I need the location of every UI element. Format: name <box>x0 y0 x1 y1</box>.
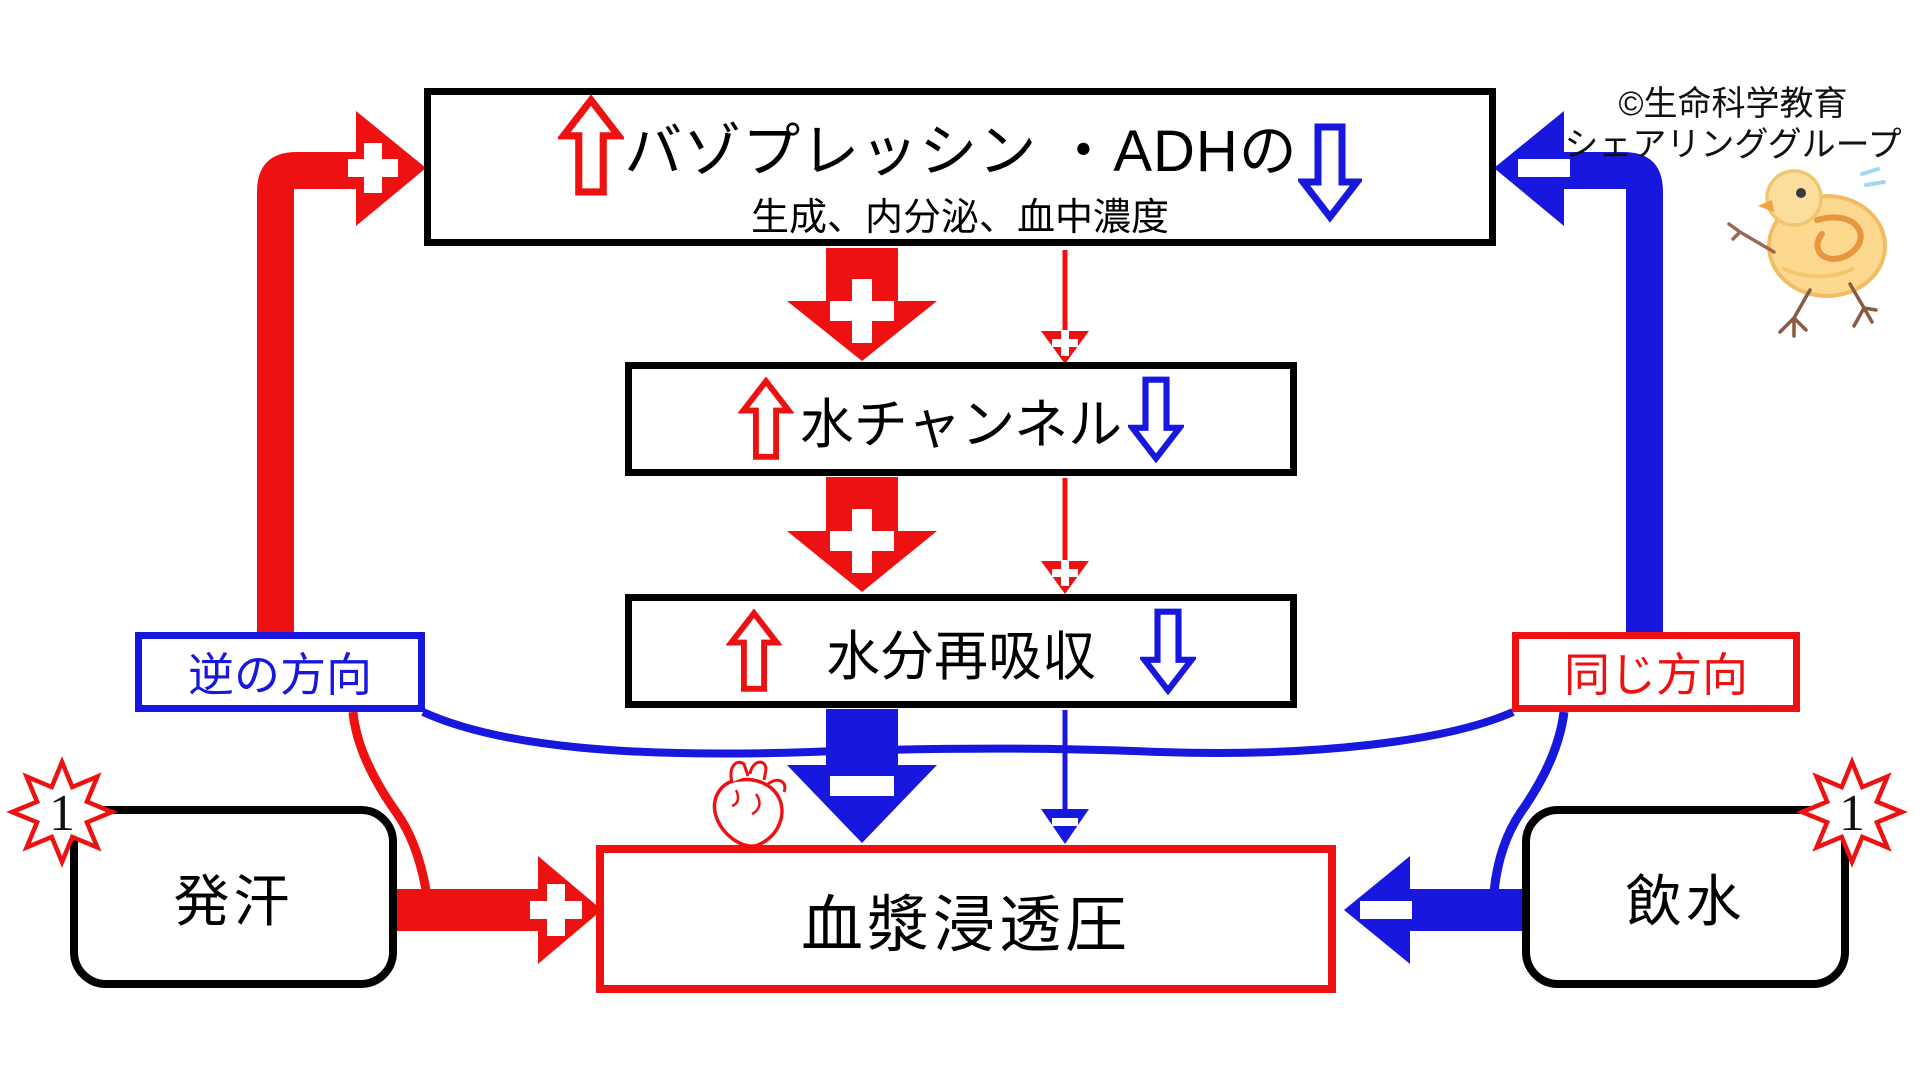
decrease-arrow-icon <box>1140 608 1196 695</box>
minus-sign-icon <box>1360 901 1412 919</box>
increase-arrow-icon <box>726 609 782 692</box>
node-sweating-title: 発汗 <box>173 869 294 933</box>
red-sweat-arrow <box>397 856 602 964</box>
blue-drink-arrow <box>1344 856 1522 964</box>
node-plasma-osmolality: 血漿浸透圧 <box>596 845 1336 993</box>
plus-sign-icon <box>1052 330 1078 356</box>
node-adh: バゾプレッシン ・ADHの 生成、内分泌、血中濃度 <box>424 88 1496 246</box>
plus-sign-icon <box>348 143 398 193</box>
heart-icon <box>712 760 787 848</box>
node-water-channel-title: 水チャンネル <box>799 394 1123 455</box>
blue-feedback-arrow <box>1494 111 1663 650</box>
red-down-arrow-2 <box>787 477 937 592</box>
tag-reverse-direction-label: 逆の方向 <box>188 649 372 701</box>
increase-arrow-icon <box>737 377 794 460</box>
credit-line2: シェアリンググループ <box>1564 125 1902 164</box>
tag-same-direction-label: 同じ方向 <box>1564 649 1748 701</box>
node-drinking-title: 飲水 <box>1625 869 1746 933</box>
node-adh-title: バゾプレッシン ・ADHの <box>624 118 1298 184</box>
thin-blue-arrow <box>1041 710 1089 844</box>
decrease-arrow-icon <box>1128 376 1185 463</box>
node-drinking: 飲水 <box>1522 806 1849 988</box>
node-water-reabsorption: 水分再吸収 <box>625 594 1297 708</box>
node-plasma-osmolality-title: 血漿浸透圧 <box>800 891 1131 960</box>
tag-same-direction: 同じ方向 <box>1512 632 1800 712</box>
plus-sign-icon <box>830 509 894 573</box>
blue-down-arrow <box>787 709 937 843</box>
decrease-arrow-icon <box>1297 123 1362 223</box>
thin-red-arrow-2 <box>1041 478 1089 594</box>
node-water-channel: 水チャンネル <box>625 362 1297 476</box>
increase-arrow-icon <box>558 94 625 195</box>
thin-red-arrow-1 <box>1041 250 1089 364</box>
red-feedback-arrow <box>257 111 426 650</box>
credit: ©生命科学教育 シェアリンググループ <box>1552 84 1914 166</box>
minus-sign-icon <box>830 776 894 796</box>
wavy-link-line <box>421 708 1515 758</box>
plus-sign-icon <box>830 279 894 343</box>
minus-sign-icon <box>1052 818 1078 826</box>
node-adh-subtitle: 生成、内分泌、血中濃度 <box>750 196 1169 239</box>
credit-line1: ©生命科学教育 <box>1618 85 1848 123</box>
red-down-arrow-1 <box>787 248 937 361</box>
node-sweating: 発汗 <box>70 806 397 988</box>
plus-sign-icon <box>1052 560 1078 586</box>
tag-reverse-direction: 逆の方向 <box>135 632 425 712</box>
plus-sign-icon <box>530 884 582 936</box>
chick-icon <box>1727 167 1887 338</box>
node-water-reabsorption-title: 水分再吸収 <box>826 626 1096 687</box>
